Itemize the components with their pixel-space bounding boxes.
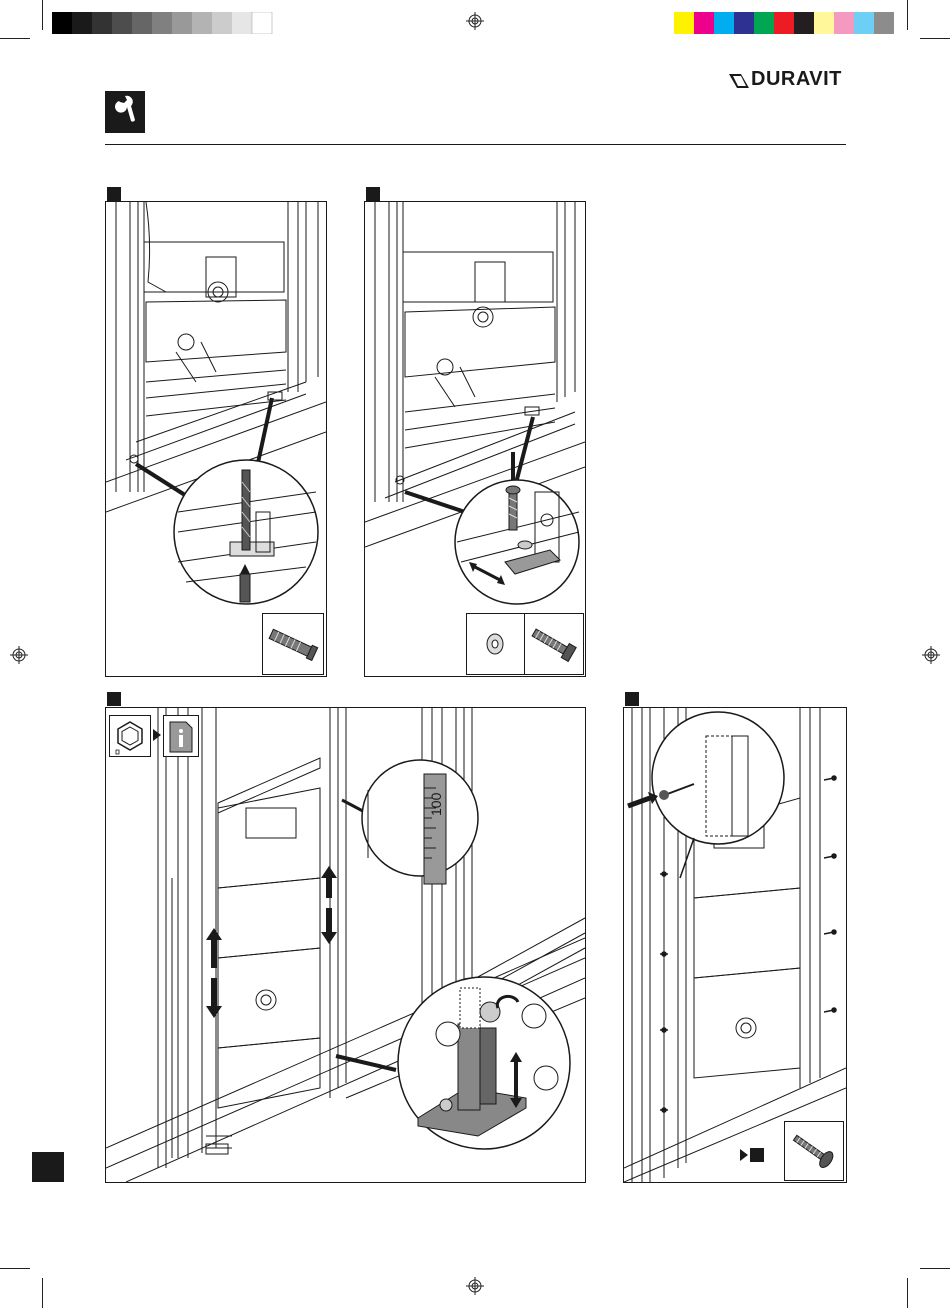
registration-mark-icon bbox=[922, 646, 940, 664]
color-swatches bbox=[674, 12, 900, 34]
crop-mark bbox=[907, 1278, 908, 1308]
washer-icon bbox=[466, 613, 526, 675]
crop-mark bbox=[0, 1268, 30, 1269]
registration-mark-icon bbox=[10, 646, 28, 664]
crop-mark bbox=[907, 0, 908, 30]
installation-illustration bbox=[106, 202, 326, 676]
info-document-icon bbox=[163, 715, 199, 757]
header-rule bbox=[105, 144, 846, 145]
color-bar bbox=[674, 12, 900, 34]
wrench-icon bbox=[105, 91, 145, 133]
step-panel-height-adjust: 100 bbox=[105, 707, 586, 1183]
step-panel-anchor bbox=[105, 201, 327, 677]
step-panel-bolt bbox=[364, 201, 586, 677]
installation-illustration bbox=[624, 708, 846, 1182]
installation-illustration bbox=[106, 708, 585, 1182]
crop-mark bbox=[0, 38, 30, 39]
hex-key-icon bbox=[109, 715, 151, 757]
page-tab bbox=[32, 1152, 64, 1182]
grayscale-swatches bbox=[52, 12, 278, 34]
step-marker bbox=[107, 692, 121, 706]
registration-mark-icon bbox=[466, 1277, 484, 1295]
arrow-right-icon bbox=[153, 729, 161, 741]
wall-plug-icon bbox=[262, 613, 324, 675]
grayscale-bar bbox=[52, 12, 278, 34]
arrow-right-icon bbox=[740, 1149, 748, 1161]
crop-mark bbox=[42, 1278, 43, 1308]
bolt-icon bbox=[524, 613, 584, 675]
step-marker bbox=[107, 187, 121, 201]
level-value: 100 bbox=[428, 793, 444, 816]
crop-mark bbox=[42, 0, 43, 30]
step-marker bbox=[366, 187, 380, 201]
step-marker bbox=[625, 692, 639, 706]
crop-mark bbox=[920, 1268, 950, 1269]
step-reference-marker bbox=[750, 1148, 764, 1162]
installation-illustration bbox=[365, 202, 585, 676]
brand-name: DURAVIT bbox=[751, 68, 842, 91]
screw-icon bbox=[784, 1121, 844, 1181]
brand-logo: DURAVIT bbox=[727, 66, 852, 94]
registration-mark-icon bbox=[466, 12, 484, 30]
crop-mark bbox=[920, 38, 950, 39]
step-panel-screws bbox=[623, 707, 847, 1183]
